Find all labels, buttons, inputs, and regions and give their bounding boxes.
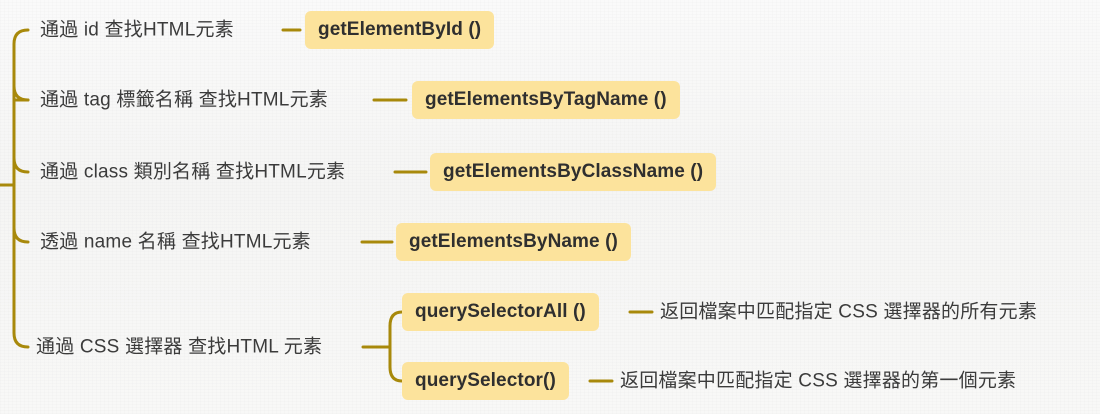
code-pill-query-selector[interactable]: querySelector() [402,362,569,400]
branch-label-by-tag: 通過 tag 標籤名稱 查找HTML元素 [40,89,328,111]
branch-label-by-css-selector: 通過 CSS 選擇器 查找HTML 元素 [36,336,323,358]
sub-bracket-bottom [388,365,404,383]
branch-label-by-id: 通過 id 查找HTML元素 [40,19,234,41]
code-pill-get-elements-by-name[interactable]: getElementsByName () [396,223,631,261]
code-pill-get-elements-by-class-name[interactable]: getElementsByClassName () [430,153,717,191]
elbow-by-name-curve [12,226,30,244]
sub-bracket-top [388,310,404,328]
elbow-by-tag-curve [12,84,30,102]
code-pill-query-selector-all[interactable]: querySelectorAll () [402,293,599,331]
branch-label-by-class: 通過 class 類別名稱 查找HTML元素 [40,161,346,183]
description-query-selector-all: 返回檔案中匹配指定 CSS 選擇器的所有元素 [660,301,1038,323]
spine-path [12,28,30,349]
branch-label-by-name: 透過 name 名稱 查找HTML元素 [40,231,311,253]
code-pill-get-elements-by-tag-name[interactable]: getElementsByTagName () [412,81,680,119]
code-pill-get-element-by-id[interactable]: getElementById () [305,11,495,49]
elbow-by-class-curve [12,156,30,174]
description-query-selector: 返回檔案中匹配指定 CSS 選擇器的第一個元素 [620,370,1017,392]
